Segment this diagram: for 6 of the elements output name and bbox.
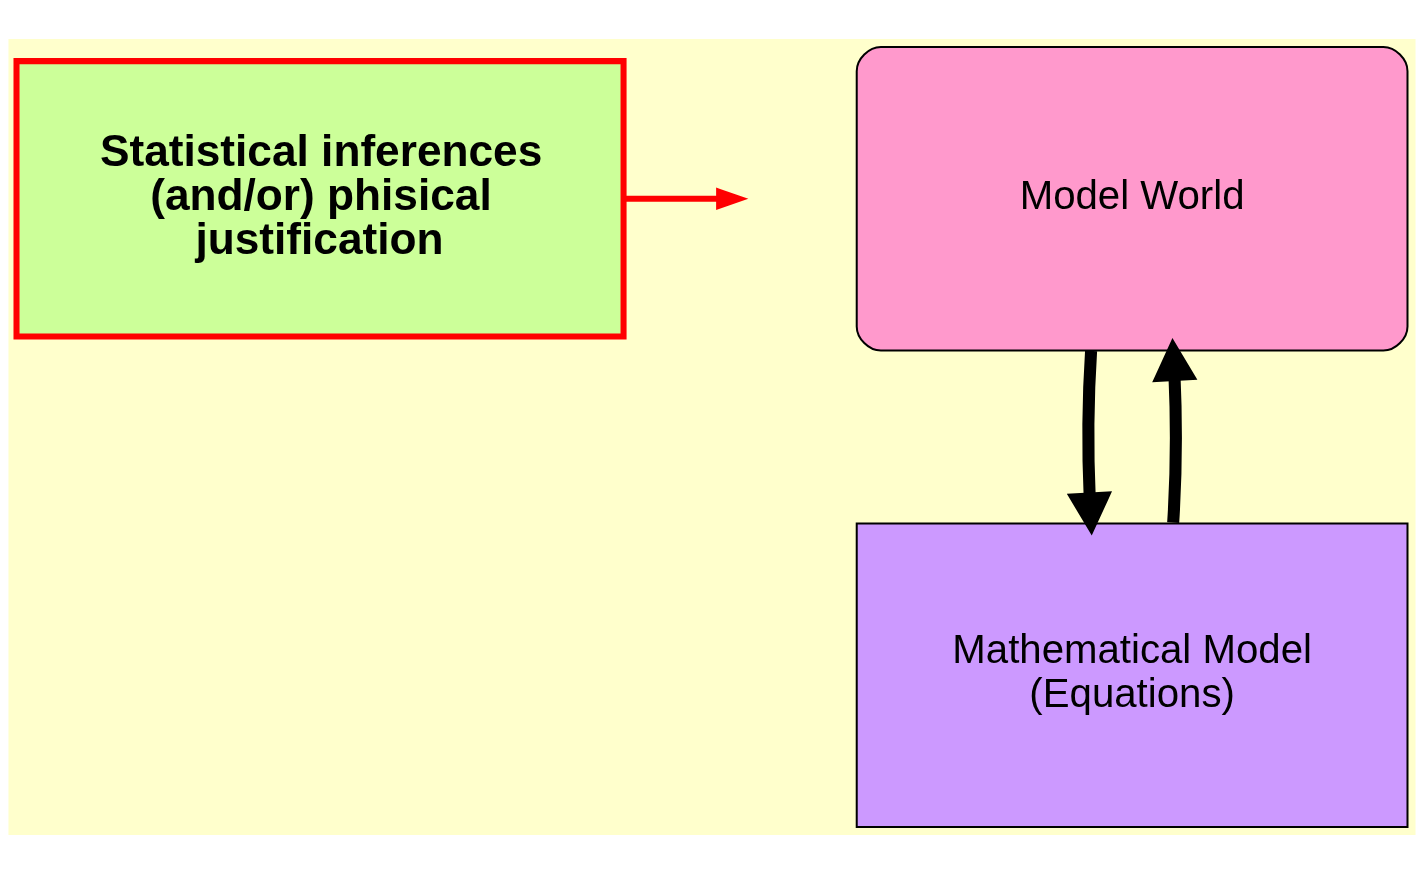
node-box: Model World	[855, 46, 1409, 352]
arrow	[623, 187, 749, 211]
arrow	[1152, 338, 1198, 523]
node-box: Statistical inferences (and/or) phisical justification	[13, 58, 627, 340]
arrow	[1066, 350, 1112, 536]
node-box: Mathematical Model (Equations)	[855, 522, 1409, 828]
